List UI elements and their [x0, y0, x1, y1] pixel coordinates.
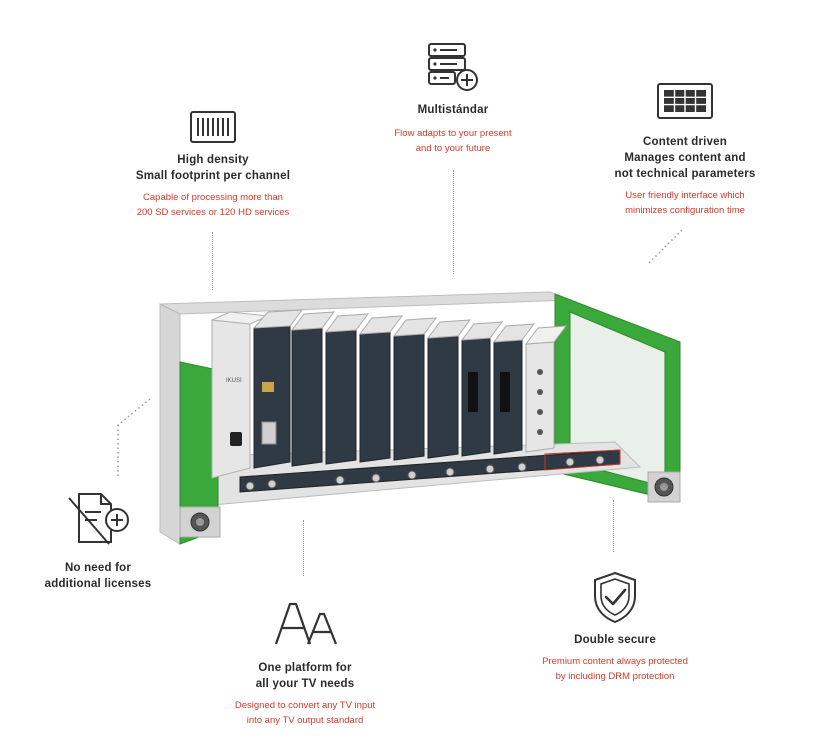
module-5: [392, 317, 438, 461]
content-driven-desc-2: minimizes configuration time: [625, 205, 745, 216]
rack-chassis: IKUSI: [159, 291, 681, 545]
content-driven-desc-1: User friendly interface which: [625, 190, 745, 201]
one-platform-leader: [303, 520, 304, 576]
no-licenses-title-2: additional licenses: [44, 578, 152, 590]
no-license-document-icon: [68, 493, 129, 545]
no-licenses-leader: [117, 398, 151, 477]
one-platform-title-2: all your TV needs: [255, 678, 355, 690]
feature-multistandard: Multistándar Flow adapts to your present…: [358, 42, 548, 156]
rack-density-icon: [190, 111, 236, 143]
content-driven-desc: User friendly interface which minimizes …: [590, 188, 780, 218]
feature-no-licenses: No need for additional licenses: [28, 490, 168, 592]
module-1: [252, 309, 304, 469]
one-platform-desc-2: into any TV output standard: [246, 715, 364, 726]
content-driven-title-1: Content driven: [643, 136, 727, 148]
feature-double-secure: Double secure Premium content always pro…: [515, 570, 715, 684]
double-secure-title: Double secure: [574, 634, 656, 646]
multistandard-desc: Flow adapts to your present and to your …: [358, 126, 548, 156]
feature-high-density: High density Small footprint per channel…: [118, 110, 308, 220]
multistandard-title: Multistándar: [417, 104, 489, 116]
high-density-desc: Capable of processing more than 200 SD s…: [118, 190, 308, 220]
multistandard-leader: [453, 170, 454, 274]
feature-content-driven: Content driven Manages content and not t…: [590, 82, 780, 218]
multistandard-desc-1: Flow adapts to your present: [394, 128, 512, 139]
content-driven-leader: [647, 229, 683, 265]
brand-logo-text: IKUSI: [226, 378, 242, 384]
feature-one-platform: One platform for all your TV needs Desig…: [200, 598, 410, 728]
shield-check-icon: [594, 571, 636, 624]
one-platform-desc-1: Designed to convert any TV input: [234, 700, 376, 711]
high-density-title-2: Small footprint per channel: [135, 170, 291, 182]
module-8: [492, 323, 536, 455]
high-density-leader: [212, 232, 213, 290]
content-driven-title-3: not technical parameters: [614, 168, 756, 180]
grid-display-icon: [657, 83, 713, 119]
high-density-desc-1: Capable of processing more than: [143, 192, 283, 203]
double-secure-desc-2: by including DRM protection: [555, 671, 675, 682]
no-licenses-title-1: No need for: [64, 562, 132, 574]
module-7: [460, 321, 504, 457]
module-3: [324, 313, 370, 465]
double-secure-desc-1: Premium content always protected: [542, 656, 688, 667]
one-platform-title-1: One platform for: [258, 662, 352, 674]
font-aa-icon: [274, 602, 338, 645]
double-secure-desc: Premium content always protected by incl…: [515, 654, 715, 684]
server-add-icon: [428, 43, 478, 91]
one-platform-desc: Designed to convert any TV input into an…: [200, 698, 410, 728]
module-9: [524, 325, 568, 453]
module-2: [290, 311, 336, 467]
content-driven-title-2: Manages content and: [624, 152, 746, 164]
module-4: [358, 315, 404, 463]
module-6: [426, 319, 472, 459]
high-density-title-1: High density: [177, 154, 249, 166]
multistandard-desc-2: and to your future: [415, 143, 491, 154]
high-density-desc-2: 200 SD services or 120 HD services: [136, 207, 290, 218]
double-secure-leader: [613, 500, 614, 552]
